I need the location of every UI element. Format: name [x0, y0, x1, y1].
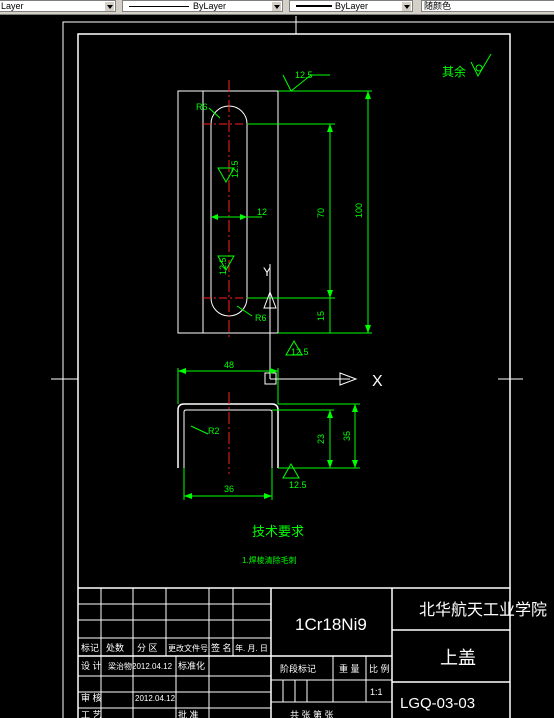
tb-drawing-no: LGQ-03-03 [400, 695, 475, 712]
ucs-arrow-y [263, 290, 277, 309]
dim-35-text: 35 [342, 431, 352, 441]
sheet-border-outer [62, 21, 554, 718]
roughness-hole-bottom-text: 12.5 [218, 257, 228, 275]
roughness-rest-label: 其余 [442, 64, 466, 79]
tb-sheet: 共 张 第 张 [290, 709, 334, 718]
layer-dropdown[interactable]: Layer [0, 0, 116, 12]
tb-process: 工 艺 [81, 710, 102, 718]
lineweight-dropdown[interactable]: ByLayer [289, 0, 413, 12]
tb-school: 北华航天工业学院 [419, 601, 547, 619]
tb-weight: 重 量 [339, 663, 360, 674]
roughness-symbol-section [282, 462, 300, 479]
tb-doc: 更改文件号 [168, 643, 208, 653]
arrowhead-23-bottom [327, 460, 333, 468]
section-dimensions [177, 368, 360, 500]
arrowhead-70-bottom [327, 290, 333, 298]
roughness-bottom-text: 12.5 [291, 347, 309, 357]
tb-scale: 1:1 [370, 687, 383, 697]
tb-ratio: 比 例 [369, 663, 390, 674]
lineweight-dropdown-label: ByLayer [335, 1, 369, 11]
layer-dropdown-label: Layer [1, 1, 24, 11]
arrowhead-48-left [178, 368, 186, 374]
tech-requirements-item-1: 1.焊棱清除毛刺 [242, 555, 297, 565]
roughness-circle-rest [475, 64, 483, 72]
arrowhead-36-left [184, 493, 192, 499]
tb-designer: 梁治物2012.04.12 [108, 661, 173, 671]
dim-r6-bottom-text: R6 [255, 313, 267, 323]
dim-15-text: 15 [316, 311, 326, 321]
linetype-sample [129, 6, 189, 7]
section-arrowheads [178, 368, 358, 499]
color-dropdown-label: 随颜色 [424, 1, 452, 11]
arrowhead-100-top [365, 91, 371, 99]
lineweight-sample [296, 5, 332, 7]
tb-sign: 签 名 [211, 642, 232, 653]
dim-r6-top-text: R6 [196, 102, 208, 112]
tb-stage: 阶段标记 [280, 663, 316, 674]
axis-y-label: Y [263, 265, 271, 279]
tb-part-name: 上盖 [440, 648, 476, 668]
front-arrowheads [211, 91, 371, 333]
arrowhead-12-left [211, 214, 218, 220]
dim-r2-text: R2 [208, 426, 220, 436]
tb-design: 设 计 [81, 660, 102, 671]
dim-36-text: 36 [224, 484, 234, 494]
front-view-outline [177, 90, 279, 334]
tech-requirements-title: 技术要求 [252, 524, 304, 539]
roughness-main-text: 12.5 [295, 70, 313, 80]
arrowhead-35-bottom [352, 460, 358, 468]
dim-23-text: 23 [316, 434, 326, 444]
arrowhead-100-bottom [365, 325, 371, 333]
axis-x-label: X [372, 373, 383, 390]
linetype-dropdown-label: ByLayer [193, 1, 227, 11]
front-dimensions [208, 53, 492, 356]
roughness-hole-left-text: 12.5 [230, 160, 240, 178]
drawing-canvas[interactable]: X Y 12.5 R6 12 70 100 15 12 [0, 15, 554, 718]
arrowhead-12-right [240, 214, 247, 220]
leader-r6-bottom [236, 305, 253, 317]
chevron-down-icon[interactable] [272, 2, 281, 11]
tb-review: 审 核 [81, 692, 102, 703]
tb-date: 年. 月. 日 [235, 643, 268, 653]
title-block: 标记 处数 分 区 更改文件号 签 名 年. 月. 日 设 计 梁治物2012.… [78, 587, 547, 718]
properties-toolbar: Layer ByLayer ByLayer 随颜色 [0, 0, 554, 15]
tb-approve: 批 准 [178, 709, 199, 718]
tb-texts: 标记 处数 分 区 更改文件号 签 名 年. 月. 日 设 计 梁治物2012.… [81, 601, 547, 718]
dim-100-text: 100 [354, 203, 364, 218]
dimension-texts: 12.5 R6 12 70 100 15 12.5 12.5 R6 12.5 4… [196, 64, 466, 565]
dim-12-text: 12 [257, 207, 267, 217]
tb-mark: 标记 [81, 642, 99, 653]
section-view [177, 392, 279, 474]
tb-review-date: 2012.04.12 [135, 694, 176, 703]
leader-r6-top [208, 107, 221, 119]
front-view [177, 80, 279, 340]
ucs-arrow-x [339, 372, 358, 386]
leader-r2 [190, 425, 209, 435]
linetype-dropdown[interactable]: ByLayer [122, 0, 283, 12]
color-dropdown[interactable]: 随颜色 [421, 0, 554, 12]
arrowhead-23-top [327, 410, 333, 418]
arrowhead-35-top [352, 404, 358, 412]
arrowhead-48-right [270, 368, 278, 374]
roughness-symbol-hole-left [217, 167, 235, 184]
roughness-symbol-rest [470, 53, 492, 78]
tb-zone: 分 区 [137, 643, 158, 653]
tb-std: 标准化 [178, 660, 205, 671]
dim-48-text: 48 [224, 360, 234, 370]
chevron-down-icon[interactable] [402, 2, 411, 11]
arrowhead-36-right [264, 493, 272, 499]
roughness-section-text: 12.5 [289, 480, 307, 490]
chevron-down-icon[interactable] [105, 2, 114, 11]
roughness-symbol-hole-bottom [217, 255, 235, 272]
roughness-symbol-top [282, 74, 330, 92]
tb-material: 1Cr18Ni9 [295, 615, 367, 634]
roughness-symbol-bottom [285, 339, 303, 356]
arrowhead-70-top [327, 124, 333, 132]
section-outer [177, 403, 279, 468]
dim-70-text: 70 [316, 208, 326, 218]
section-inner [183, 409, 273, 468]
tb-count: 处数 [106, 642, 124, 653]
